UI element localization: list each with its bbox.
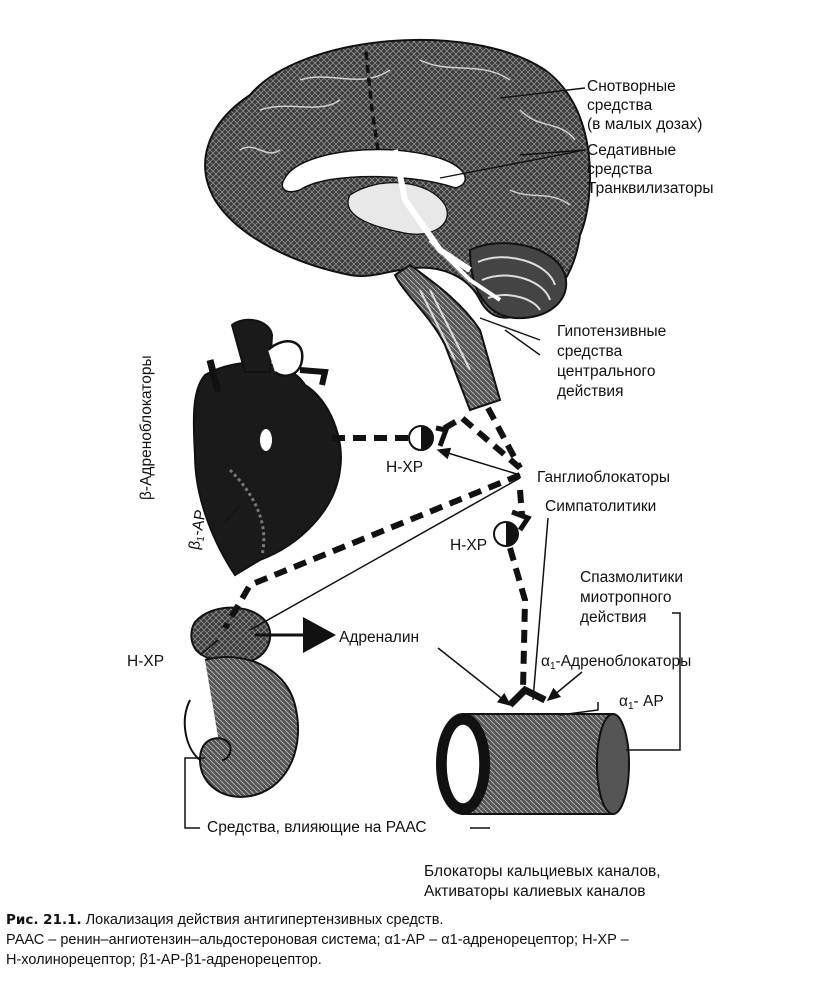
label-central-hypotensive: Гипотензивные средства центрального дейс… xyxy=(557,323,667,400)
label-nxr-mid: Н-ХР xyxy=(450,537,488,554)
adrenal-kidney-illustration xyxy=(183,606,300,798)
label-ganglionic-blockers: Ганглиоблокаторы xyxy=(537,469,671,486)
figure-number: Рис. 21.1. xyxy=(6,912,82,928)
caption-line-2: РААС – ренин–ангиотензин–альдостероновая… xyxy=(6,932,629,948)
heart-illustration xyxy=(192,318,342,577)
label-adrenaline: Адреналин xyxy=(339,629,420,646)
label-nxr-heart: Н-ХР xyxy=(386,459,424,476)
caption-line-3: Н-холинорецептор; β1-АР-β1-адренорецепто… xyxy=(6,952,322,968)
figure-title: Локализация действия антигипертензивных … xyxy=(85,912,444,928)
label-spasmolytics: Спазмолитики миотропного действия xyxy=(580,569,683,626)
brain-pointers xyxy=(439,87,586,356)
receptor-symbols xyxy=(408,425,547,708)
label-alpha1-ar: α1- АР xyxy=(619,693,664,712)
label-hypnotics: Снотворные средства (в малых дозах) xyxy=(587,78,703,133)
label-raas-drugs: Средства, влияющие на РААС xyxy=(207,819,427,836)
label-nxr-adrenal: Н-ХР xyxy=(127,653,165,670)
vessel-illustration xyxy=(436,713,630,815)
figure-caption: Рис. 21.1. Локализация действия антигипе… xyxy=(6,910,832,970)
label-alpha1-blockers: α1-Адреноблокаторы xyxy=(541,653,692,672)
label-beta-blockers: β-Адреноблокаторы xyxy=(138,355,155,500)
connector-lines xyxy=(184,447,681,829)
label-tranquilizers: Транквилизаторы xyxy=(587,180,714,197)
label-sedatives: Седативные средства xyxy=(587,142,677,178)
label-sympatholytics: Симпатолитики xyxy=(545,498,657,515)
label-channel-modulators: Блокаторы кальциевых каналов, Активаторы… xyxy=(424,863,661,900)
brain-illustration xyxy=(204,38,591,412)
nerve-pathways xyxy=(222,406,529,691)
